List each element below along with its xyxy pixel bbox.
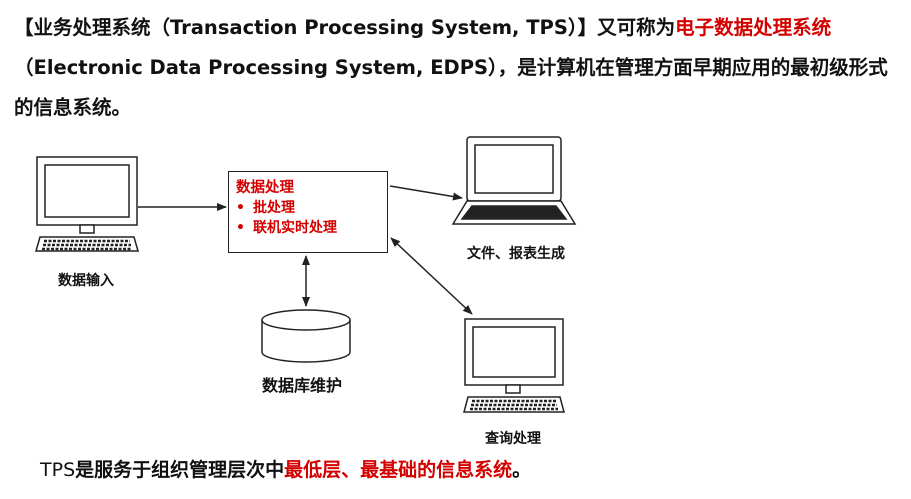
- arrow-processing-query: [390, 237, 473, 315]
- tps-term: 【业务处理系统（Transaction Processing System, T…: [14, 16, 598, 39]
- laptop-output-icon: [451, 136, 577, 225]
- processing-item-online: 联机实时处理: [236, 218, 387, 238]
- label-query-processing: 查询处理: [485, 431, 541, 447]
- footer-sentence: TPS是服务于组织管理层次中最低层、最基础的信息系统。: [40, 455, 531, 482]
- footer-prefix: TPS: [40, 459, 76, 481]
- processing-title: 数据处理: [236, 180, 294, 196]
- data-processing-box: 数据处理 批处理 联机实时处理: [228, 171, 388, 253]
- desktop-computer-input-icon: [35, 156, 139, 252]
- label-data-input: 数据输入: [58, 273, 114, 289]
- processing-list: 批处理 联机实时处理: [236, 198, 387, 238]
- footer-highlight: 最低层、最基础的信息系统: [284, 459, 513, 481]
- footer-middle: 是服务于组织管理层次中: [75, 459, 285, 481]
- edps-english: （Electronic Data Processing System, EDPS…: [14, 56, 498, 79]
- database-cylinder-icon: [261, 309, 351, 363]
- edps-term: 电子数据处理系统: [675, 16, 832, 39]
- arrow-processing-to-output: [389, 185, 463, 201]
- label-file-report: 文件、报表生成: [467, 246, 565, 262]
- also-called-text: 又可称为: [597, 16, 676, 39]
- desktop-computer-query-icon: [463, 318, 565, 413]
- footer-suffix: 。: [512, 459, 532, 481]
- processing-item-batch: 批处理: [236, 198, 387, 218]
- label-database-maintenance: 数据库维护: [262, 376, 343, 395]
- intro-paragraph: 【业务处理系统（Transaction Processing System, T…: [14, 8, 894, 128]
- intro-rest: ，是计算机在管理方面早期应用的最初级形式的信息系统。: [14, 56, 888, 119]
